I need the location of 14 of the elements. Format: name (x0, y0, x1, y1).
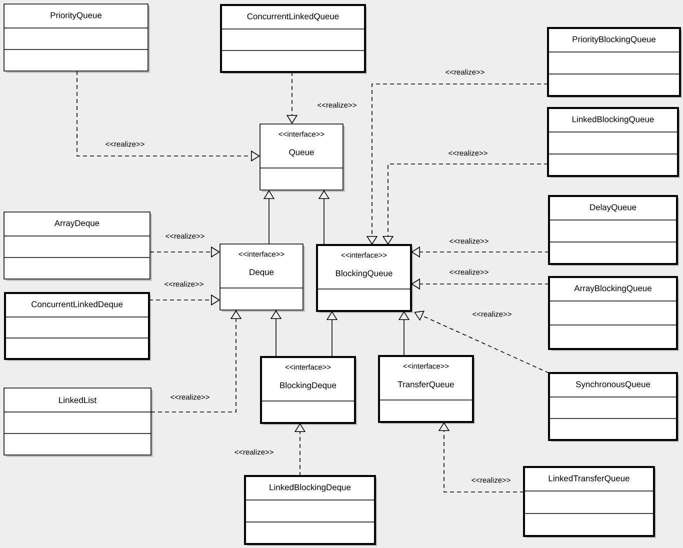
class-box: PriorityBlockingQueue (547, 27, 682, 98)
class-box: ConcurrentLinkedDeque (4, 292, 151, 361)
class-box: DelayQueue (548, 195, 679, 266)
class-box: LinkedBlockingQueue (547, 107, 680, 178)
class-box: LinkedBlockingDeque (244, 475, 377, 546)
class-box: LinkedList (4, 388, 153, 457)
class-box: ConcurrentLinkedQueue (220, 4, 367, 74)
realization-arrow (414, 310, 550, 374)
class-box: LinkedTransferQueue (523, 466, 656, 538)
class-box: PriorityQueue (4, 4, 150, 73)
class-box: ArrayDeque (4, 212, 152, 281)
realization-arrow (438, 422, 524, 492)
class-box: ArrayBlockingQueue (548, 276, 679, 351)
class-box: SynchronousQueue (548, 372, 679, 442)
